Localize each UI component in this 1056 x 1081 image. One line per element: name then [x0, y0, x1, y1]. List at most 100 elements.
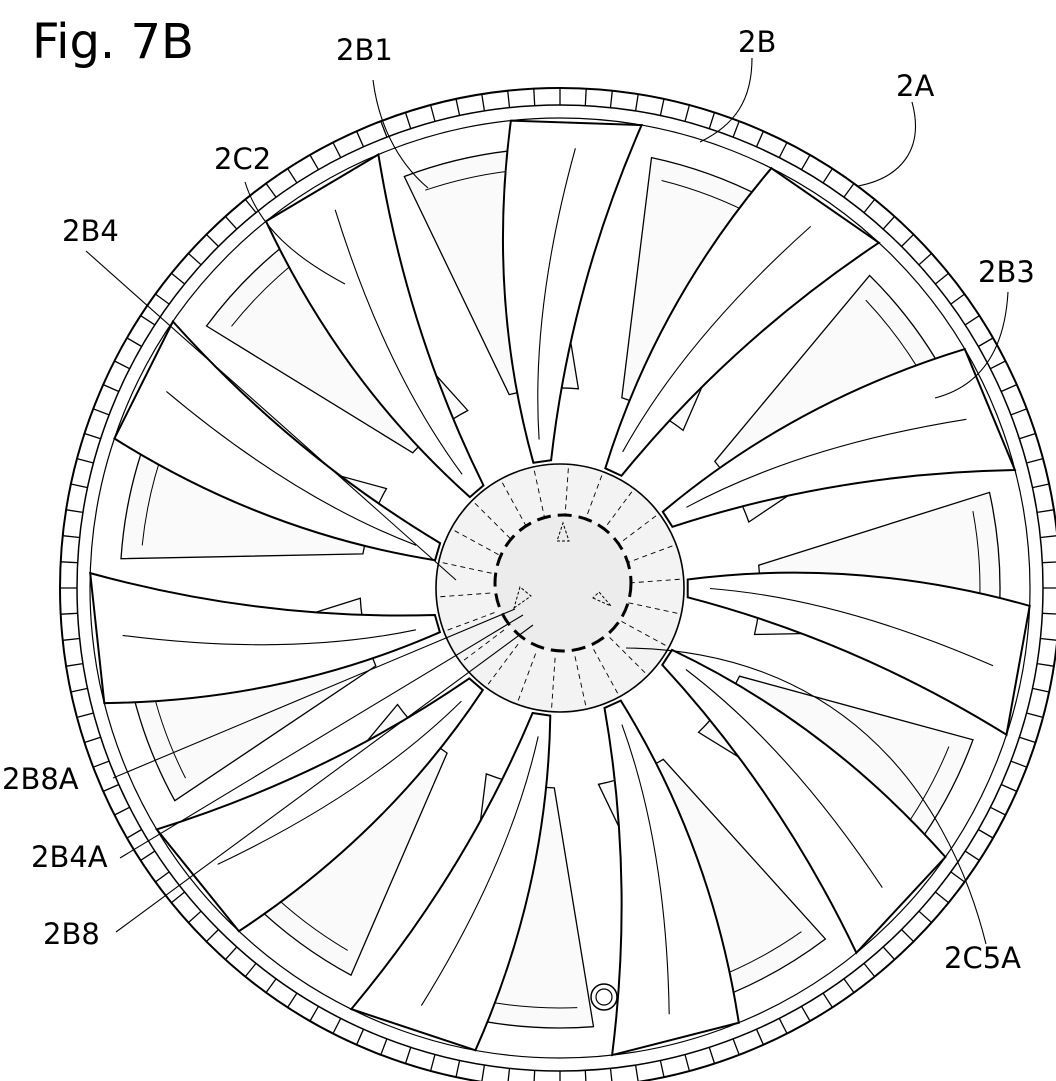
rim-tread-notch [901, 233, 915, 247]
rim-tread-notch [187, 910, 202, 924]
spoke-blade [264, 152, 485, 499]
rim-tread-notch [287, 168, 298, 184]
spoke-crease-line [685, 669, 883, 888]
label-2a: 2A [896, 69, 934, 103]
rim-tread-notch [187, 252, 202, 266]
rim-tread-notch [977, 828, 994, 839]
spoke-crease-line [537, 148, 576, 440]
rim-tread-notch [265, 978, 277, 993]
rim-tread-notch [244, 198, 257, 214]
rim-tread-notch [584, 1070, 587, 1081]
spoke-blade [349, 711, 552, 1052]
label-2c5a: 2C5A [944, 941, 1021, 975]
rim-tread-notch [843, 183, 855, 198]
label-2b8: 2B8 [43, 917, 100, 951]
rim-tread-notch [205, 233, 219, 247]
rim-tread-notch [843, 978, 855, 993]
spoke-blade [113, 319, 442, 562]
spoke-blade [686, 571, 1031, 737]
rim-tread-notch [224, 946, 238, 961]
leader-2b8a [112, 608, 516, 779]
rim-tread-notch [1042, 561, 1056, 564]
spoke-crease-line [122, 629, 417, 646]
rim-tread-notch [1000, 783, 1018, 792]
rim-tread-notch [1036, 509, 1054, 514]
rim-tread-notch [609, 90, 613, 108]
rim-tread-notch [1036, 662, 1054, 667]
rim-tread-notch [1040, 637, 1056, 641]
rim-tread-notch [224, 215, 238, 230]
rim-tread-notch [634, 94, 639, 111]
rim-tread-notch [380, 120, 388, 138]
rim-tread-notch [533, 88, 536, 106]
center-cap-dashed-circle [493, 513, 633, 653]
leader-2b3 [934, 291, 1009, 399]
rim-tread-notch [684, 104, 691, 122]
rim-tread-notch [800, 154, 811, 171]
rim-tread-notch [950, 871, 965, 883]
rim-tread-notch [533, 1070, 536, 1081]
rim-tread-notch [92, 408, 110, 416]
rim-tread-notch [309, 154, 320, 171]
spoke-crease-line [420, 736, 539, 1006]
rim-tread-notch [507, 90, 511, 108]
spoke-blade [661, 347, 1017, 528]
rim-tread-notch [429, 1054, 436, 1072]
rim-tread-notch [404, 1047, 412, 1064]
center-mark-right [592, 591, 612, 607]
spoke-crease-line [334, 209, 463, 475]
rim-tread-notch [356, 130, 365, 148]
rim-inner-line [89, 117, 1031, 1059]
leader-2b4a [119, 614, 524, 859]
rim-tread-notch [244, 962, 257, 978]
leader-2b [699, 57, 753, 143]
spoke-crease-line [709, 587, 994, 667]
rim-tread-notch [114, 806, 130, 816]
leader-2b4 [85, 250, 457, 581]
rim-tread-notch [778, 1018, 788, 1034]
rim-tread-notch [977, 337, 994, 348]
spoke-crease-line [166, 390, 417, 546]
rim-tread-notch [205, 929, 219, 943]
valve-hole [590, 983, 618, 1011]
reference-labels: 2B1 2B 2A 2C2 2B4 2B3 2B8A 2B4A 2B8 2C5A [2, 25, 1035, 975]
leader-2c2 [244, 181, 346, 285]
rim-tread-notch [356, 1028, 365, 1046]
rim-tread-notch [287, 992, 298, 1008]
leader-2b8 [115, 624, 534, 933]
label-2b4: 2B4 [62, 214, 119, 248]
rim-tread-notch [1040, 535, 1056, 539]
spoke-crease-line [686, 418, 967, 508]
rim-tread-notch [934, 891, 950, 904]
label-2c2: 2C2 [214, 142, 271, 176]
leader-2c5a [625, 647, 987, 945]
hub [435, 463, 685, 713]
rim-tread-notch [708, 1047, 716, 1064]
label-2b1: 2B1 [336, 33, 393, 67]
rim-tread-notch [918, 252, 933, 266]
leader-lines [85, 57, 1009, 945]
rim-tread-notch [60, 612, 78, 615]
rim-tread-notch [155, 871, 170, 883]
spokes [89, 119, 1031, 1057]
rim-tread-notch [732, 120, 740, 138]
rim-tread-notch [155, 293, 170, 305]
rim-tread-notch [102, 384, 120, 393]
rim-tread-notch [964, 315, 980, 326]
rim-tread-notch [684, 1054, 691, 1072]
rim-tread-notch [84, 736, 101, 744]
rim-tread-notch [732, 1038, 740, 1056]
label-2b3: 2B3 [978, 255, 1035, 289]
rim-tread-notch [990, 360, 1006, 370]
rim-tread-notch [1010, 408, 1028, 416]
rim-tread-notch [1032, 687, 1050, 693]
rim-tread-notch [62, 535, 80, 539]
rim-tread-notch [70, 687, 88, 693]
center-mark-left [513, 586, 532, 610]
rim-tread-notch [126, 828, 143, 839]
rim-tread-notch [1019, 736, 1036, 744]
rim-tread-notch [882, 215, 896, 230]
rim-tread-notch [964, 850, 980, 861]
rim-tread-notch [404, 112, 412, 129]
rim-tread-notch [62, 637, 80, 641]
